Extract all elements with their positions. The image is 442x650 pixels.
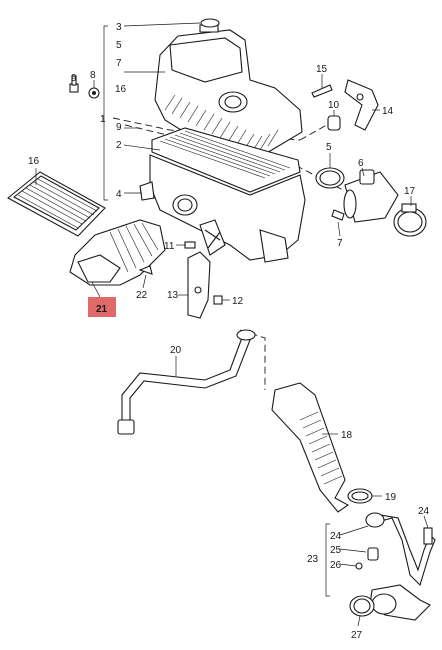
callout-5: 5	[116, 40, 122, 51]
callout-24-right: 24	[418, 506, 430, 517]
callout-4: 4	[116, 189, 122, 200]
callout-14: 14	[382, 106, 394, 117]
intake-hose	[271, 382, 373, 513]
turbo-elbow-pipe	[349, 512, 436, 621]
callout-1: 1	[100, 114, 106, 125]
callout-5-oring: 5	[326, 142, 332, 153]
callout-26: 26	[330, 560, 342, 571]
callout-16: 16	[115, 84, 127, 95]
highlighted-part-marker	[88, 297, 116, 317]
callout-25: 25	[330, 545, 342, 556]
callout-20: 20	[170, 345, 182, 356]
callout-22: 22	[136, 290, 148, 301]
air-box-lid	[154, 18, 303, 161]
air-filter-element	[151, 127, 301, 193]
callout-11: 11	[164, 241, 175, 252]
callout-16-mat: 16	[28, 156, 40, 167]
assembly-line	[299, 121, 333, 141]
callout-13: 13	[167, 290, 179, 301]
intake-duct	[69, 219, 166, 286]
callout-10: 10	[328, 100, 340, 111]
callout-27: 27	[351, 630, 363, 641]
hardware-items	[69, 75, 427, 319]
callout-6: 6	[358, 158, 364, 169]
callout-3: 3	[116, 22, 122, 33]
callout-2: 2	[116, 140, 122, 151]
callout-9-bolt: 9	[71, 73, 77, 84]
assembly-line	[239, 329, 266, 390]
callout-23: 23	[307, 554, 319, 565]
filter-mat	[7, 171, 106, 237]
air-box-housing	[149, 154, 306, 263]
callout-9: 9	[116, 122, 122, 133]
callout-24: 24	[330, 531, 342, 542]
callout-labels: 3 5 7 16 1 9 2 4 16 9 8 15 10 14 5 6 17 …	[28, 22, 430, 641]
callout-19: 19	[385, 492, 397, 503]
callout-8: 8	[90, 70, 96, 81]
vent-hose	[117, 329, 256, 435]
callout-7-screw: 7	[337, 238, 343, 249]
callout-18: 18	[341, 430, 353, 441]
callout-leaders	[35, 22, 429, 627]
callout-21: 21	[96, 304, 108, 315]
callout-7: 7	[116, 58, 122, 69]
callout-17: 17	[404, 186, 416, 197]
callout-15: 15	[316, 64, 328, 75]
callout-12: 12	[232, 296, 244, 307]
